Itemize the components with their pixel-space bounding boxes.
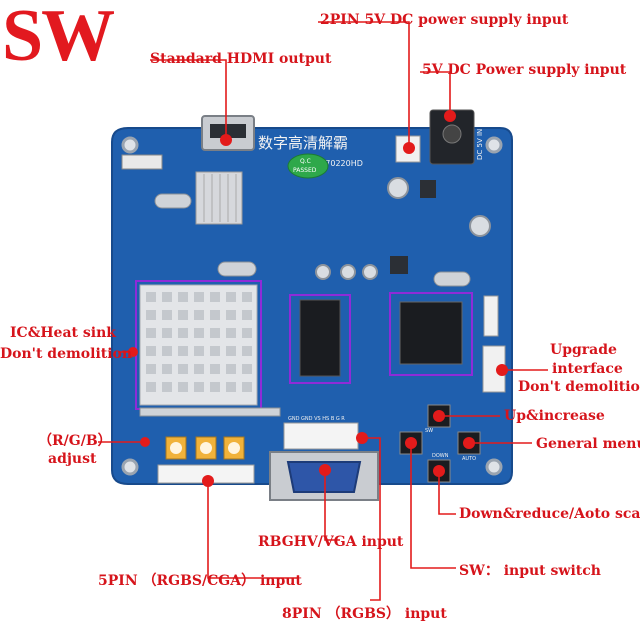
label-hdmi: Standard HDMI output (150, 51, 332, 67)
crystal-oscillator (154, 193, 192, 209)
dc-label: DC 5V IN (476, 129, 484, 160)
pin-row (139, 407, 281, 417)
vga-connector (269, 451, 379, 501)
capacitors (315, 177, 491, 280)
header-4pin (121, 154, 163, 170)
label-8pin: 8PIN （RGBS） input (282, 606, 447, 622)
qfp-highlight-box (389, 292, 473, 376)
label-2pin-power: 2PIN 5V DC power supply input (320, 12, 569, 28)
main-heatsink (139, 284, 258, 406)
hdmi-connector (201, 115, 255, 151)
label-rgb-line2: adjust (48, 451, 97, 467)
sw-button-label: SW (425, 428, 433, 434)
mounting-holes (121, 136, 503, 476)
label-up: Up&increase (504, 408, 605, 424)
crystal-oscillator-2 (217, 261, 257, 277)
inductor (420, 180, 436, 198)
label-ic-line1: IC&Heat sink (10, 325, 116, 341)
memory-highlight-box (289, 294, 351, 384)
dc-barrel-jack (429, 109, 475, 165)
label-5pin: 5PIN （RGBS/CGA） input (98, 573, 302, 589)
header-side (483, 295, 499, 337)
svg-text:Q.C: Q.C (300, 158, 311, 165)
qfp-chip (399, 301, 463, 365)
label-ic-line2: Don't demolition (0, 346, 133, 362)
board-model: 20170220HD (310, 159, 363, 168)
crystal-oscillator-3 (433, 271, 471, 287)
label-vga: RBGHV/VGA input (258, 534, 404, 550)
rgb-potentiometers (165, 436, 245, 460)
pin-header-labels: GND GND VS HS B G R (288, 416, 345, 422)
svg-text:PASSED: PASSED (293, 167, 317, 174)
label-upgrade-line2: interface (552, 361, 623, 377)
label-sw: SW： input switch (459, 563, 601, 579)
label-dc-power: 5V DC Power supply input (422, 62, 627, 78)
label-rgb-line1: （R/G/B） (38, 433, 112, 449)
auto-button-label: AUTO (462, 456, 476, 462)
small-heatsink (195, 171, 243, 225)
brand-logo: SW (2, 0, 115, 77)
label-upgrade-line1: Upgrade (550, 342, 617, 358)
qc-sticker: Q.C PASSED (287, 153, 329, 179)
label-menu: General menu (536, 436, 640, 452)
label-down: Down&reduce/Aoto scan (459, 506, 640, 522)
annotation-lines (98, 21, 548, 601)
label-upgrade-line3: Don't demolition (518, 379, 640, 395)
regulator (390, 256, 408, 274)
board-title: 数字高清解霸 (258, 134, 348, 152)
connector-8pin (283, 422, 359, 450)
down-button-label: DOWN (432, 453, 449, 459)
memory-chip (299, 299, 341, 377)
